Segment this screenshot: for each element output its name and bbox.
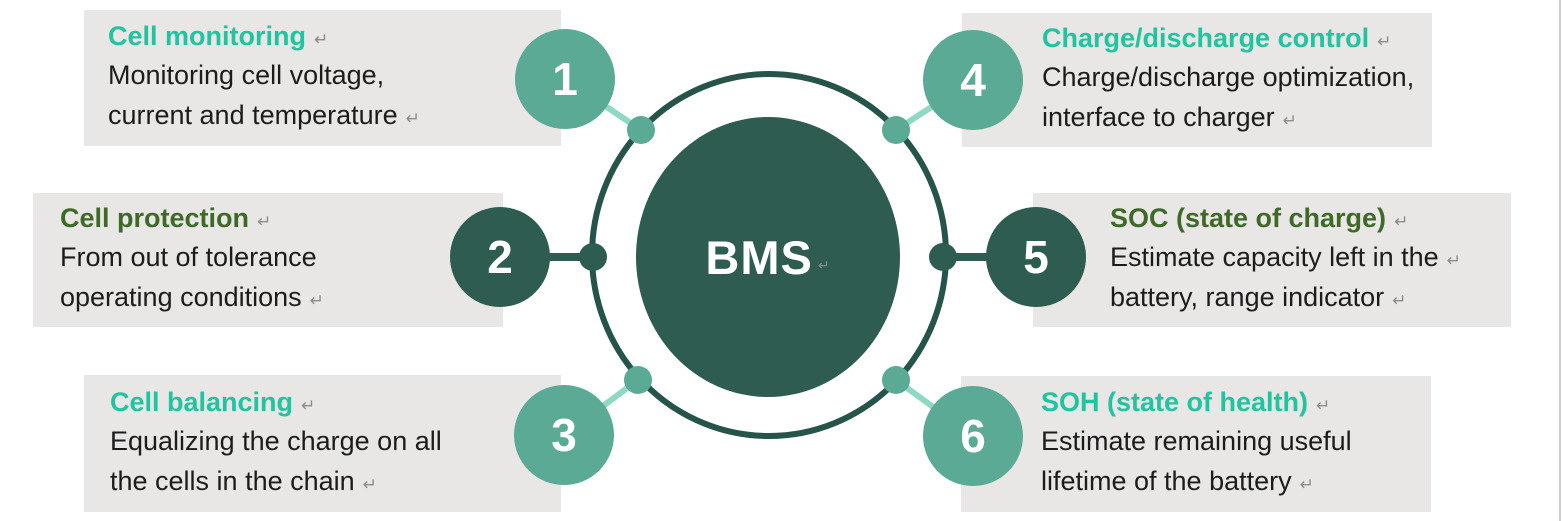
node-circle-5: 5 xyxy=(986,207,1086,307)
node-number: 6 xyxy=(960,410,986,462)
bms-label: BMS xyxy=(705,230,813,284)
page-edge-line xyxy=(1559,0,1561,521)
node-circle-4: 4 xyxy=(923,30,1023,130)
info-box-soh: SOH (state of health) ↵ Estimate remainin… xyxy=(961,376,1431,512)
title-text: SOC (state of charge) xyxy=(1110,203,1387,233)
paragraph-mark: ↵ xyxy=(309,291,324,310)
info-box-line: the cells in the chain ↵ xyxy=(110,463,551,503)
ring-dot-top-right xyxy=(882,116,910,144)
title-text: Charge/discharge control xyxy=(1042,23,1370,53)
line-text: the cells in the chain xyxy=(110,465,355,496)
ring-dot-bottom-left xyxy=(624,366,652,394)
paragraph-mark: ↵ xyxy=(362,474,377,494)
info-box-line: Estimate capacity left in the ↵ xyxy=(1110,239,1501,279)
paragraph-mark: ↵ xyxy=(314,30,329,49)
paragraph-mark: ↵ xyxy=(1377,32,1392,51)
info-box-charge-discharge-control: Charge/discharge control ↵ Charge/dischar… xyxy=(962,13,1432,147)
paragraph-mark: ↵ xyxy=(1392,291,1407,310)
line-text: Monitoring cell voltage, xyxy=(108,60,385,90)
info-box-line: From out of tolerance xyxy=(60,239,493,279)
info-box-title: SOH (state of health) ↵ xyxy=(1041,385,1421,423)
node-number: 4 xyxy=(960,54,986,106)
line-text: Estimate capacity left in the xyxy=(1110,242,1439,272)
info-box-line: Estimate remaining useful xyxy=(1041,423,1421,463)
paragraph-mark: ↵ xyxy=(257,212,272,231)
node-circle-6: 6 xyxy=(923,386,1023,486)
title-text: SOH (state of health) xyxy=(1041,387,1309,417)
info-box-line: lifetime of the battery ↵ xyxy=(1041,463,1421,503)
line-text: operating conditions xyxy=(60,282,302,312)
info-box-title: SOC (state of charge) ↵ xyxy=(1110,201,1501,239)
node-number: 1 xyxy=(552,53,578,105)
info-box-line: Monitoring cell voltage, xyxy=(108,57,551,97)
node-circle-3: 3 xyxy=(514,385,614,485)
info-box-title: Cell protection ↵ xyxy=(60,201,493,239)
node-number: 5 xyxy=(1023,231,1049,283)
info-box-line: battery, range indicator ↵ xyxy=(1110,279,1501,319)
title-text: Cell balancing xyxy=(110,386,294,417)
line-text: current and temperature xyxy=(108,100,398,130)
line-text: Equalizing the charge on all xyxy=(110,425,442,456)
ring-dot-bottom-right xyxy=(882,366,910,394)
info-box-line: Equalizing the charge on all xyxy=(110,423,551,463)
info-box-title: Charge/discharge control ↵ xyxy=(1042,21,1422,59)
line-text: interface to charger xyxy=(1042,102,1275,132)
paragraph-mark: ↵ xyxy=(1282,111,1297,130)
bms-center-circle: BMS↵ xyxy=(636,117,900,397)
paragraph-mark: ↵ xyxy=(405,109,420,128)
info-box-cell-protection: Cell protection ↵ From out of tolerance o… xyxy=(33,193,503,327)
info-box-cell-balancing: Cell balancing ↵ Equalizing the charge on… xyxy=(84,375,561,512)
paragraph-mark: ↵ xyxy=(1394,212,1409,231)
line-text: battery, range indicator xyxy=(1110,282,1385,312)
node-number: 2 xyxy=(487,231,513,283)
line-text: lifetime of the battery xyxy=(1041,466,1292,496)
info-box-line: interface to charger ↵ xyxy=(1042,99,1422,139)
info-box-line: Charge/discharge optimization, xyxy=(1042,59,1422,99)
paragraph-mark: ↵ xyxy=(817,256,831,273)
info-box-soc: SOC (state of charge) ↵ Estimate capacity… xyxy=(1033,193,1511,327)
line-text: Charge/discharge optimization, xyxy=(1042,62,1415,92)
title-text: Cell protection xyxy=(60,203,250,233)
info-box-title: Cell balancing ↵ xyxy=(110,385,551,423)
paragraph-mark: ↵ xyxy=(1299,475,1314,494)
title-text: Cell monitoring xyxy=(108,21,306,51)
ring-dot-top-left xyxy=(627,116,655,144)
line-text: Estimate remaining useful xyxy=(1041,426,1352,456)
info-box-title: Cell monitoring ↵ xyxy=(108,19,551,57)
ring-dot-right xyxy=(929,243,957,271)
ring-dot-left xyxy=(579,243,607,271)
node-circle-1: 1 xyxy=(515,29,615,129)
info-box-cell-monitoring: Cell monitoring ↵ Monitoring cell voltage… xyxy=(84,10,561,146)
info-box-line: operating conditions ↵ xyxy=(60,279,493,319)
paragraph-mark: ↵ xyxy=(301,395,316,415)
paragraph-mark: ↵ xyxy=(1316,396,1331,415)
line-text: From out of tolerance xyxy=(60,242,317,272)
paragraph-mark: ↵ xyxy=(1446,251,1461,270)
node-circle-2: 2 xyxy=(450,207,550,307)
info-box-line: current and temperature ↵ xyxy=(108,97,551,137)
node-number: 3 xyxy=(551,409,577,461)
